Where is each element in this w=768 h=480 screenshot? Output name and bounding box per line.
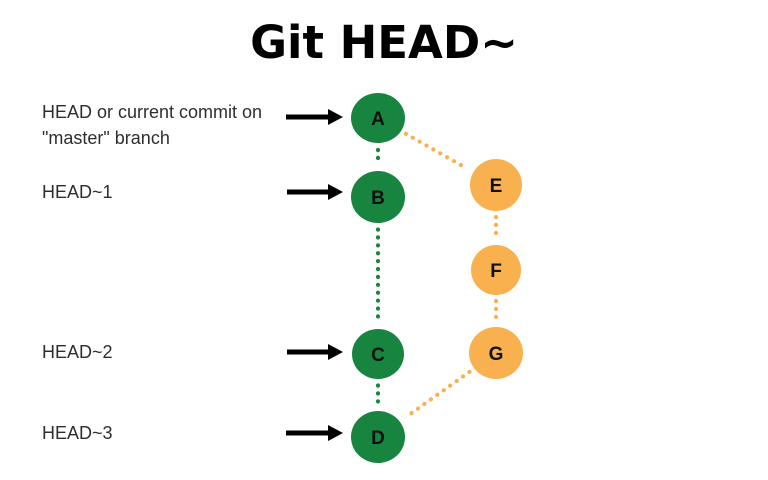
commit-node-D [351, 411, 405, 463]
commit-label-F: F [490, 261, 502, 282]
commit-node-C [352, 329, 404, 379]
label-head-1: HEAD~1 [42, 182, 113, 202]
label-head-current-line2: "master" branch [42, 128, 170, 148]
commit-label-B: B [371, 188, 385, 209]
pointer-arrow-head-1 [328, 109, 343, 125]
label-head-current-line1: HEAD or current commit on [42, 102, 263, 122]
commit-label-A: A [371, 109, 385, 130]
commit-node-E [470, 159, 522, 211]
page-title: Git HEAD~ [250, 16, 518, 69]
edge-A-E [403, 131, 469, 171]
commit-label-G: G [489, 344, 504, 365]
commit-node-F [471, 245, 521, 295]
commit-node-B [351, 171, 405, 223]
pointer-arrow-head-3 [328, 344, 343, 360]
label-head-2: HEAD~2 [42, 342, 113, 362]
label-head-3: HEAD~3 [42, 423, 113, 443]
commit-label-E: E [490, 176, 503, 197]
edge-G-D [404, 369, 472, 420]
pointer-arrow-head-4 [328, 425, 343, 441]
commit-node-G [469, 327, 523, 379]
label-head-current: HEAD or current commit on "master" branc… [42, 99, 262, 151]
commit-label-D: D [371, 428, 385, 449]
pointer-arrow-head-2 [328, 184, 343, 200]
commit-node-A [351, 93, 405, 143]
commit-label-C: C [371, 345, 385, 366]
